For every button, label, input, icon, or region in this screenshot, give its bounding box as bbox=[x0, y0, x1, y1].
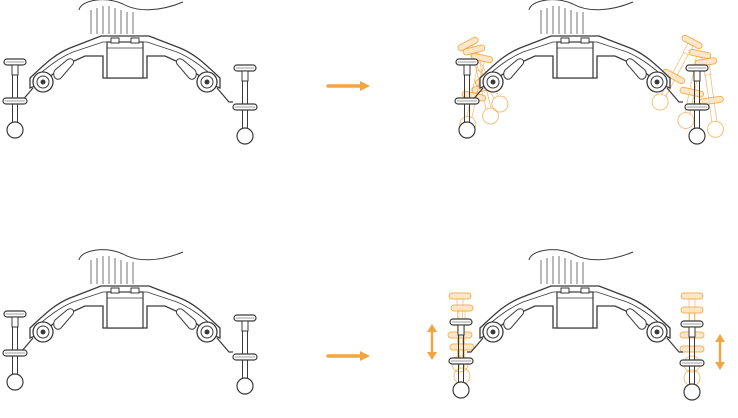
left-handle bbox=[2, 310, 28, 391]
panel-bottom-before bbox=[2, 249, 258, 395]
right-arrow-icon bbox=[326, 349, 372, 363]
right-arrow-icon bbox=[326, 79, 372, 93]
right-handle-ghosts bbox=[679, 292, 705, 387]
left-handle bbox=[2, 58, 28, 139]
left-handle bbox=[448, 318, 474, 399]
right-handle bbox=[232, 64, 258, 145]
panel-bottom-after bbox=[425, 249, 727, 401]
gimbal-frame bbox=[466, 0, 684, 103]
gimbal-frame bbox=[16, 0, 234, 103]
vertical-double-arrow-icon bbox=[713, 332, 727, 372]
panel-top-before bbox=[2, 0, 258, 145]
right-handle bbox=[232, 314, 258, 395]
gimbal-frame bbox=[466, 249, 684, 353]
gimbal-frame bbox=[16, 249, 234, 353]
vertical-double-arrow-icon bbox=[425, 322, 439, 362]
panel-top-after bbox=[453, 0, 729, 145]
left-handle-ghosts bbox=[447, 292, 475, 385]
